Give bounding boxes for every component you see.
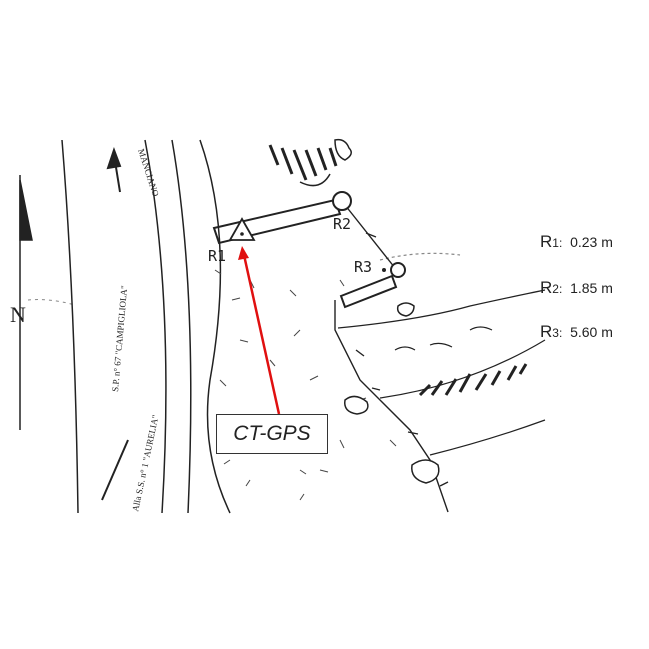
road-arrow-up-icon bbox=[106, 147, 122, 193]
ct-gps-label-box: CT-GPS bbox=[216, 414, 328, 454]
reflector-r3-dot-icon bbox=[382, 268, 386, 272]
rock-shapes bbox=[334, 138, 440, 484]
ct-gps-label: CT-GPS bbox=[233, 422, 311, 445]
reflector-r3-icon bbox=[390, 262, 406, 278]
ct-gps-arrow-icon bbox=[238, 246, 281, 415]
road-arrow-down-icon bbox=[101, 439, 129, 501]
measurement-r1-value: 0.23 m bbox=[570, 234, 613, 250]
ground-hatching bbox=[214, 269, 397, 501]
terrain-curves bbox=[337, 252, 546, 456]
road-label-sp67: S.P. n° 67 "CAMPIGLIOLA" bbox=[110, 285, 129, 392]
measurement-r3: R3: 5.60 m bbox=[540, 322, 613, 341]
reflector-r2-icon bbox=[332, 191, 352, 211]
rect-r1-r2 bbox=[212, 198, 342, 245]
sketch-label-r1: R1 bbox=[208, 247, 226, 265]
road-edges bbox=[61, 139, 231, 514]
measurement-r1: R1: 0.23 m bbox=[540, 232, 613, 251]
hatch-right bbox=[418, 363, 528, 397]
measurement-r3-value: 5.60 m bbox=[570, 324, 613, 340]
sketch-label-r3: R3 bbox=[354, 258, 372, 276]
north-arrow-icon bbox=[19, 175, 33, 430]
measurement-r2: R2: 1.85 m bbox=[540, 278, 613, 297]
measurement-r2-value: 1.85 m bbox=[570, 280, 613, 296]
rect-r3 bbox=[339, 274, 398, 309]
north-label: N bbox=[10, 302, 26, 327]
ct-gps-triangle-icon bbox=[228, 217, 256, 241]
road-label-manciano: MANCIANO bbox=[136, 148, 161, 199]
hatch-top bbox=[268, 144, 338, 187]
sketch-label-r2: R2 bbox=[333, 215, 351, 233]
road-label-aurelia: Alla S.S. n° 1 "AURELIA" bbox=[130, 414, 160, 513]
